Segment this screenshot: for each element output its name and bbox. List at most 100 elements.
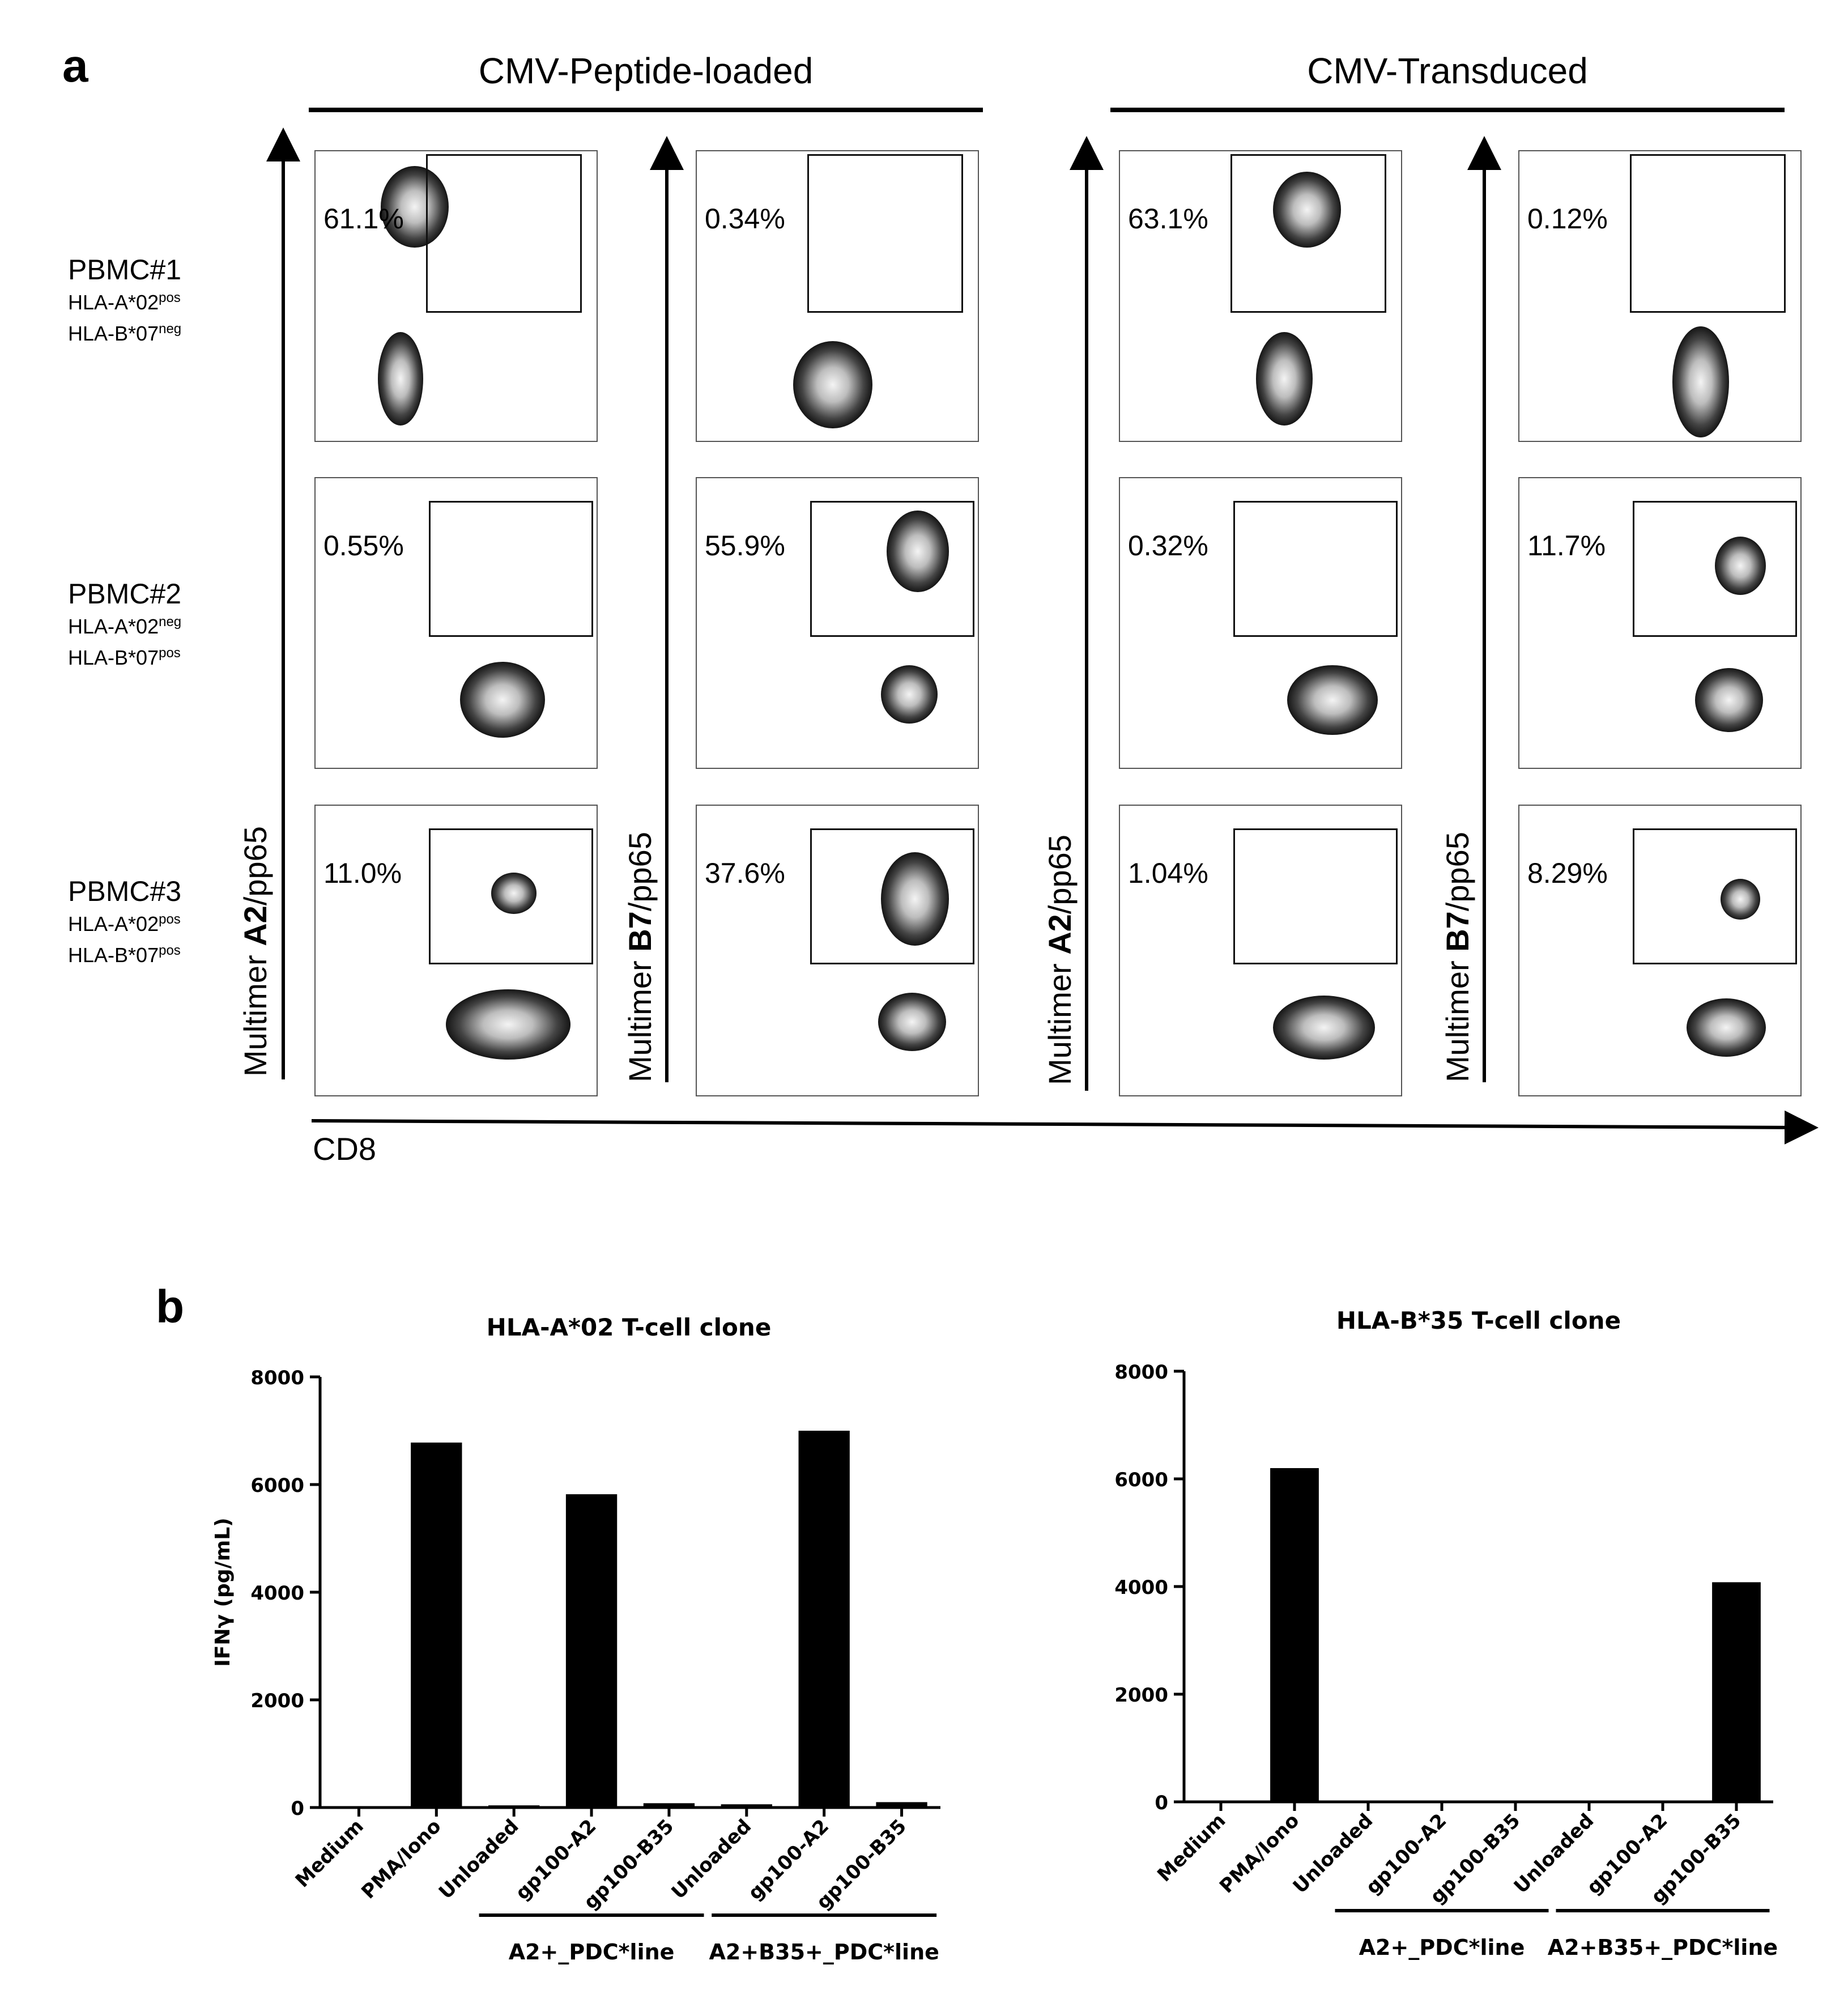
gate-percentage: 0.32% (1128, 530, 1208, 562)
group-title-peptide-loaded: CMV-Peptide-loaded (478, 50, 814, 91)
gate-percentage: 0.12% (1527, 203, 1608, 235)
chart1-bar (565, 1494, 618, 1808)
flow-plot-r2-c1: 0.55% (314, 477, 598, 769)
flow-plot-r2-c2: 55.9% (696, 477, 979, 769)
cell-population (793, 341, 872, 429)
gate-percentage: 11.0% (323, 857, 402, 889)
gate-percentage: 8.29% (1527, 857, 1608, 889)
flow-axes (266, 127, 1819, 1145)
gate-box (1233, 828, 1398, 964)
y-axis-title-col3: Multimer A2/pp65 (1042, 835, 1078, 1085)
cell-population (460, 662, 545, 738)
gate-box (1233, 501, 1398, 637)
cell-population (378, 332, 423, 426)
pbmc2-a02-status: neg (159, 614, 182, 630)
y-axis-title-col1: Multimer A2/pp65 (237, 826, 273, 1077)
gate-percentage: 37.6% (705, 857, 785, 889)
pbmc3-b07-status: pos (159, 943, 181, 959)
gate-box (429, 501, 593, 637)
flow-plot-r1-c3: 63.1% (1119, 150, 1402, 442)
gate-percentage: 0.34% (705, 203, 785, 235)
cell-population (1721, 878, 1760, 920)
pbmc2-b07: HLA-B*07 (68, 646, 159, 670)
cell-population (1273, 172, 1341, 248)
cell-population (1273, 995, 1375, 1060)
gate-box (810, 828, 974, 964)
row-label-pbmc2: PBMC#2 HLA-A*02neg HLA-B*07pos (68, 578, 181, 674)
gate-box (1633, 828, 1797, 964)
flow-plot-r3-c1: 11.0% (314, 805, 598, 1096)
gate-box (1230, 154, 1386, 313)
flow-plot-r3-c4: 8.29% (1518, 805, 1802, 1096)
gate-percentage: 61.1% (323, 203, 404, 235)
row-label-pbmc2-name: PBMC#2 (68, 578, 182, 610)
chart1-group-label: A2+_PDC*line (509, 1940, 675, 1964)
pbmc1-b07-status: neg (159, 321, 182, 337)
x-axis-title-cd8: CD8 (313, 1131, 377, 1167)
pbmc1-b07: HLA-B*07 (68, 322, 159, 346)
gate-percentage: 1.04% (1128, 857, 1208, 889)
flow-plot-r3-c2: 37.6% (696, 805, 979, 1096)
row-label-pbmc3: PBMC#3 HLA-A*02pos HLA-B*07pos (68, 875, 181, 971)
pbmc2-b07-status: pos (159, 645, 181, 661)
cell-population (1695, 667, 1763, 733)
chart2-y-tick-label: 0 (1155, 1792, 1168, 1814)
chart1-x-tick-label: Unloaded (667, 1815, 756, 1904)
flow-plot-r1-c2: 0.34% (696, 150, 979, 442)
row-label-pbmc1-name: PBMC#1 (68, 254, 182, 286)
pbmc2-a02: HLA-A*02 (68, 614, 159, 638)
gate-box (1633, 501, 1797, 637)
chart2-group-label: A2+_PDC*line (1359, 1935, 1525, 1960)
pbmc3-a02-status: pos (159, 911, 181, 927)
group-line-transduced (1110, 108, 1785, 112)
cell-population (381, 165, 449, 248)
chart1-x-tick-label: Medium (291, 1815, 368, 1892)
chart1-bar (876, 1802, 927, 1808)
y-axis-title-col2: Multimer B7/pp65 (622, 832, 658, 1082)
group-title-transduced: CMV-Transduced (1307, 50, 1588, 91)
cell-population (881, 665, 938, 724)
panel-a-letter: a (62, 40, 88, 92)
chart2-y-tick-label: 8000 (1114, 1361, 1168, 1384)
chart1-y-tick-label: 4000 (250, 1582, 304, 1605)
y-axis-title-col4: Multimer B7/pp65 (1440, 832, 1475, 1082)
gate-box (426, 154, 582, 313)
gate-percentage: 0.55% (323, 530, 404, 562)
pbmc1-a02: HLA-A*02 (68, 290, 159, 314)
chart1-bar (643, 1803, 695, 1808)
chart1-bar (798, 1431, 850, 1808)
gate-percentage: 63.1% (1128, 203, 1208, 235)
flow-plot-r1-c4: 0.12% (1518, 150, 1802, 442)
cell-population (1287, 665, 1378, 735)
pbmc1-a02-status: pos (159, 290, 181, 305)
cell-population (1687, 998, 1766, 1057)
cell-population (1672, 326, 1729, 437)
chart2-y-tick-label: 6000 (1114, 1469, 1168, 1491)
chart1-y-tick-label: 8000 (250, 1367, 304, 1389)
cell-population (881, 852, 949, 946)
chart1-title: HLA-A*02 T-cell clone (486, 1313, 772, 1341)
row-label-pbmc3-name: PBMC#3 (68, 875, 182, 907)
chart2-y-tick-label: 2000 (1114, 1684, 1168, 1707)
panel-b-letter: b (156, 1281, 185, 1333)
group-line-peptide-loaded (309, 108, 983, 112)
cell-population (887, 510, 949, 592)
flow-plot-r2-c3: 0.32% (1119, 477, 1402, 769)
cell-population (491, 873, 536, 914)
gate-box (810, 501, 974, 637)
cell-population (446, 989, 570, 1060)
gate-percentage: 11.7% (1527, 530, 1606, 562)
chart2-title: HLA-B*35 T-cell clone (1336, 1307, 1621, 1334)
cell-population (878, 992, 946, 1051)
chart2-group-label: A2+B35+_PDC*line (1548, 1935, 1778, 1960)
pbmc3-a02: HLA-A*02 (68, 912, 159, 935)
flow-plot-r1-c1: 61.1% (314, 150, 598, 442)
gate-box (807, 154, 963, 313)
gate-box (1630, 154, 1786, 313)
chart1-bar (411, 1442, 462, 1808)
chart1-y-tick-label: 6000 (250, 1474, 304, 1497)
chart1-y-tick-label: 0 (291, 1797, 304, 1820)
chart2-x-tick-label: Medium (1153, 1809, 1230, 1886)
pbmc3-b07: HLA-B*07 (68, 943, 159, 967)
